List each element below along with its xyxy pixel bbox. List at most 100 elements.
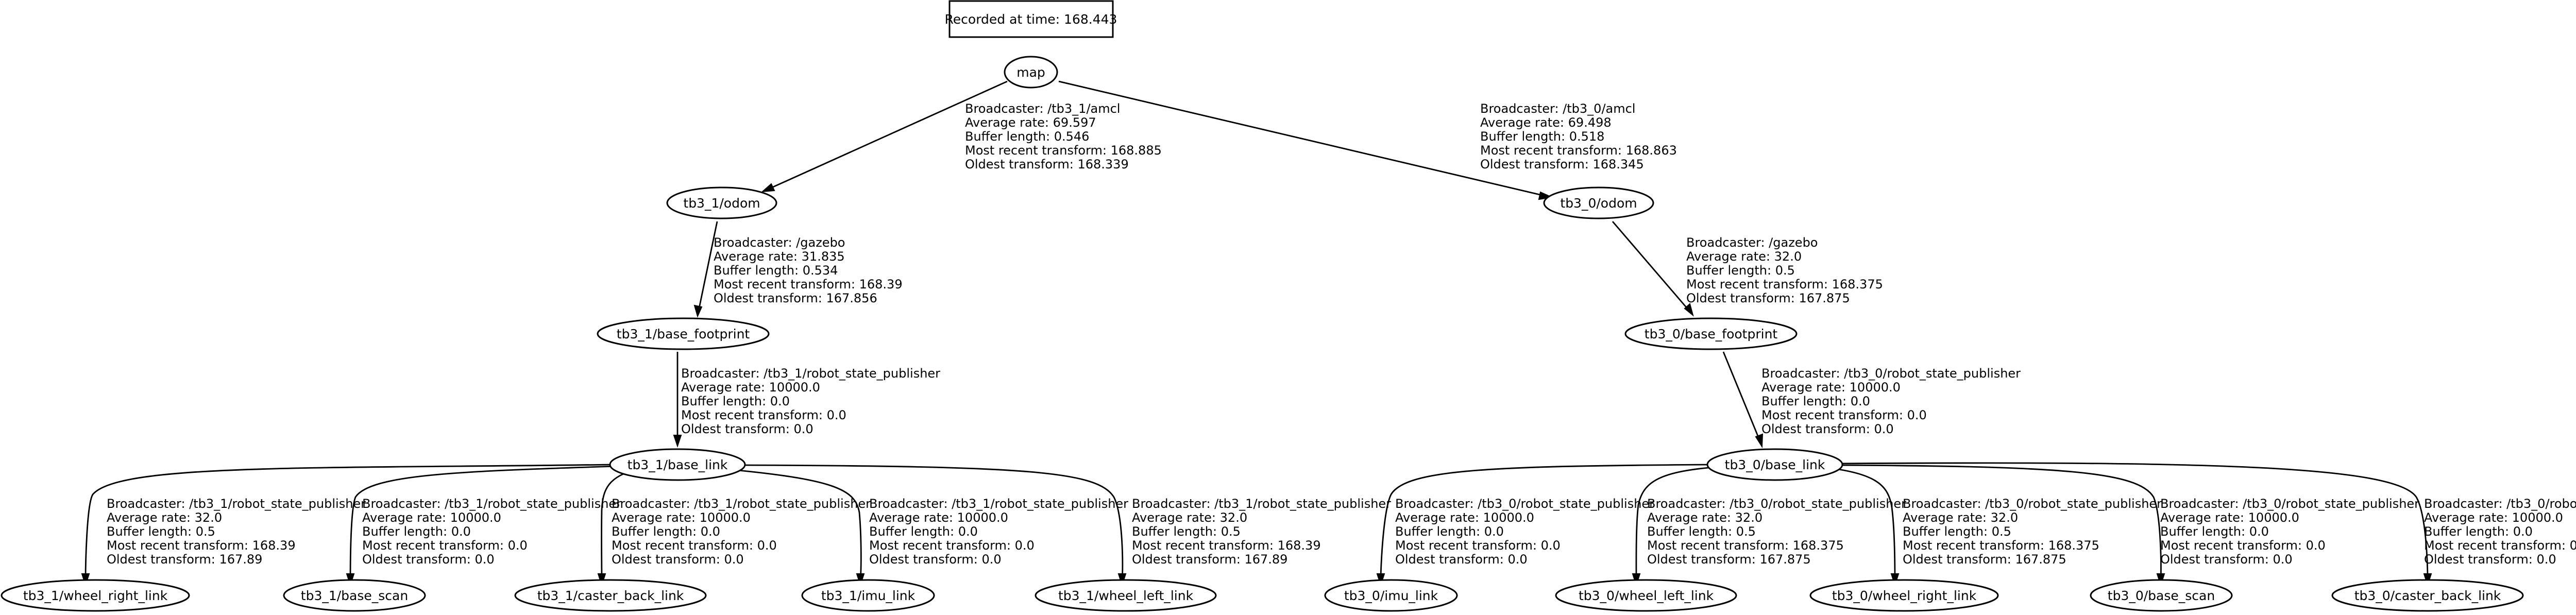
edge-label-line: Oldest transform: 167.875 [1647, 552, 1811, 567]
edge-label-line: Most recent transform: 0.0 [1761, 408, 1927, 422]
edge-label-line: Oldest transform: 167.89 [1132, 552, 1287, 567]
edge-label-line: Broadcaster: /tb3_0/robot_state_publishe… [1903, 497, 2162, 511]
node-tb3-1-wheel-left-link[interactable]: tb3_1/wheel_left_link [1035, 579, 1217, 612]
edge-label-line: Oldest transform: 167.875 [1686, 291, 1850, 305]
node-label: tb3_1/base_footprint [617, 327, 750, 341]
node-tb3-1-imu-link[interactable]: tb3_1/imu_link [801, 579, 935, 612]
edge-label-line: Broadcaster: /tb3_1/robot_state_publishe… [681, 366, 940, 381]
edge-label-line: Average rate: 32.0 [1647, 510, 1762, 525]
edge-label-line: Buffer length: 0.5 [1132, 524, 1241, 539]
edge-label-line: Oldest transform: 168.339 [965, 157, 1129, 172]
edge-label-line: Buffer length: 0.0 [681, 394, 790, 408]
node-tb3-1-base-footprint[interactable]: tb3_1/base_footprint [597, 317, 770, 350]
edge-label-line: Average rate: 32.0 [1686, 249, 1802, 264]
node-tb3-0-base-footprint[interactable]: tb3_0/base_footprint [1624, 317, 1798, 350]
edge-label-line: Buffer length: 0.5 [1647, 524, 1756, 539]
edge-label-line: Broadcaster: /tb3_1/robot_state_publishe… [869, 497, 1128, 511]
edge-label-line: Average rate: 10000.0 [362, 510, 501, 525]
edge-label-line: Broadcaster: /tb3_1/robot_state_publishe… [362, 497, 621, 511]
edge-label-line: Average rate: 69.597 [965, 115, 1096, 130]
edge-label-line: Average rate: 10000.0 [1395, 510, 1534, 525]
edge-label-line: Oldest transform: 167.89 [107, 552, 262, 567]
node-label: tb3_0/caster_back_link [2354, 588, 2501, 603]
node-tb3-0-base-scan[interactable]: tb3_0/base_scan [2090, 579, 2233, 612]
node-label: tb3_1/wheel_right_link [23, 588, 168, 603]
edge-label-line: Average rate: 32.0 [1903, 510, 2018, 525]
edge-label-line: Most recent transform: 168.375 [1903, 538, 2099, 553]
edge-label-line: Most recent transform: 0.0 [612, 538, 777, 553]
edge-label-line: Oldest transform: 167.875 [1903, 552, 2066, 567]
edge-label-tb3-1-base-scan: Broadcaster: /tb3_1/robot_state_publishe… [362, 497, 621, 567]
edge-label-tb3-0-wheel-right: Broadcaster: /tb3_0/robot_state_publishe… [1903, 497, 2162, 567]
edge-label-line: Broadcaster: /tb3_1/robot_state_publishe… [1132, 497, 1391, 511]
edge-label-map-tb3-0-odom: Broadcaster: /tb3_0/amcl Average rate: 6… [1480, 101, 1677, 172]
edge-label-line: Average rate: 10000.0 [2424, 510, 2563, 525]
edge-label-line: Average rate: 10000.0 [681, 380, 820, 395]
node-label: tb3_1/imu_link [821, 588, 916, 603]
edge-tb3-1-imu [721, 468, 865, 587]
edge-label-line: Buffer length: 0.0 [2160, 524, 2269, 539]
edge-label-line: Broadcaster: /gazebo [714, 235, 845, 250]
node-tb3-0-odom[interactable]: tb3_0/odom [1543, 186, 1654, 219]
node-tb3-0-wheel-right-link[interactable]: tb3_0/wheel_right_link [1809, 579, 1999, 612]
node-label: tb3_1/caster_back_link [537, 588, 684, 603]
edge-map-tb3-1-odom [761, 80, 1008, 193]
edge-label-line: Average rate: 32.0 [107, 510, 222, 525]
edge-label-line: Average rate: 10000.0 [2160, 510, 2299, 525]
edge-label-tb3-0-wheel-left: Broadcaster: /tb3_0/robot_state_publishe… [1647, 497, 1906, 567]
edge-label-line: Most recent transform: 168.375 [1647, 538, 1844, 553]
edge-label-line: Oldest transform: 168.345 [1480, 157, 1644, 172]
node-label: tb3_0/base_scan [2108, 588, 2215, 603]
edge-tb3-0-footprint-base-link [1722, 351, 1764, 449]
edge-label-line: Most recent transform: 168.863 [1480, 143, 1677, 158]
edge-label-line: Buffer length: 0.0 [612, 524, 720, 539]
node-tb3-0-wheel-left-link[interactable]: tb3_0/wheel_left_link [1555, 579, 1737, 612]
edge-tb3-0-wheel-right [1818, 466, 1900, 587]
node-label: tb3_1/base_link [628, 457, 728, 472]
edge-label-line: Buffer length: 0.546 [965, 129, 1089, 144]
node-tb3-0-caster-back-link[interactable]: tb3_0/caster_back_link [2331, 579, 2524, 612]
edge-label-line: Buffer length: 0.5 [107, 524, 215, 539]
edge-label-line: Most recent transform: 168.39 [714, 277, 903, 292]
node-tb3-1-base-link[interactable]: tb3_1/base_link [609, 448, 746, 481]
node-label: tb3_0/imu_link [1344, 588, 1438, 603]
edge-label-line: Most recent transform: 168.885 [965, 143, 1162, 158]
edge-label-line: Average rate: 32.0 [1132, 510, 1247, 525]
edge-label-tb3-1-imu: Broadcaster: /tb3_1/robot_state_publishe… [869, 497, 1128, 567]
node-map[interactable]: map [1004, 56, 1058, 89]
node-tb3-0-base-link[interactable]: tb3_0/base_link [1706, 448, 1843, 481]
edge-label-line: Buffer length: 0.5 [1686, 263, 1795, 278]
node-tb3-1-odom[interactable]: tb3_1/odom [666, 186, 777, 219]
edge-label-line: Broadcaster: /tb3_0/robot_state_publishe… [2160, 497, 2419, 511]
node-tb3-0-imu-link[interactable]: tb3_0/imu_link [1324, 579, 1458, 612]
edge-label-line: Buffer length: 0.0 [1395, 524, 1504, 539]
edge-label-tb3-1-wheel-left: Broadcaster: /tb3_1/robot_state_publishe… [1132, 497, 1391, 567]
edge-label-line: Broadcaster: /tb3_1/robot_state_publishe… [107, 497, 366, 511]
node-label: tb3_1/wheel_left_link [1058, 588, 1194, 603]
edge-label-tb3-0-odom-footprint: Broadcaster: /gazebo Average rate: 32.0 … [1686, 235, 1883, 305]
edge-tb3-0-odom-footprint [1612, 221, 1694, 317]
edge-label-line: Buffer length: 0.534 [714, 263, 838, 278]
recorded-time-label: Recorded at time: 168.443 [945, 12, 1117, 27]
node-tb3-1-caster-back-link[interactable]: tb3_1/caster_back_link [514, 579, 707, 612]
edge-label-tb3-0-imu: Broadcaster: /tb3_0/robot_state_publishe… [1395, 497, 1654, 567]
edge-label-line: Most recent transform: 0.0 [869, 538, 1035, 553]
edge-label-line: Broadcaster: /tb3_1/amcl [965, 101, 1120, 116]
edge-label-line: Most recent transform: 168.375 [1686, 277, 1883, 292]
edge-label-tb3-1-wheel-right: Broadcaster: /tb3_1/robot_state_publishe… [107, 497, 366, 567]
edge-label-line: Oldest transform: 0.0 [1395, 552, 1528, 567]
node-tb3-1-base-scan[interactable]: tb3_1/base_scan [283, 579, 426, 612]
edge-label-line: Oldest transform: 0.0 [869, 552, 1002, 567]
edge-label-line: Broadcaster: /tb3_0/robot_state_publishe… [1647, 497, 1906, 511]
edge-label-line: Average rate: 31.835 [714, 249, 845, 264]
node-label: tb3_0/odom [1560, 196, 1637, 211]
node-label: map [1016, 65, 1045, 80]
edge-label-map-tb3-1-odom: Broadcaster: /tb3_1/amcl Average rate: 6… [965, 101, 1162, 172]
edge-label-line: Oldest transform: 167.856 [714, 291, 877, 305]
edge-label-tb3-0-caster-back: Broadcaster: /tb3_0/robot_state_publishe… [2424, 497, 2576, 567]
edge-label-line: Oldest transform: 0.0 [612, 552, 744, 567]
edge-label-line: Most recent transform: 0.0 [2424, 538, 2576, 553]
edge-label-line: Average rate: 10000.0 [869, 510, 1008, 525]
edge-label-line: Average rate: 10000.0 [1761, 380, 1901, 395]
node-tb3-1-wheel-right-link[interactable]: tb3_1/wheel_right_link [1, 579, 190, 612]
